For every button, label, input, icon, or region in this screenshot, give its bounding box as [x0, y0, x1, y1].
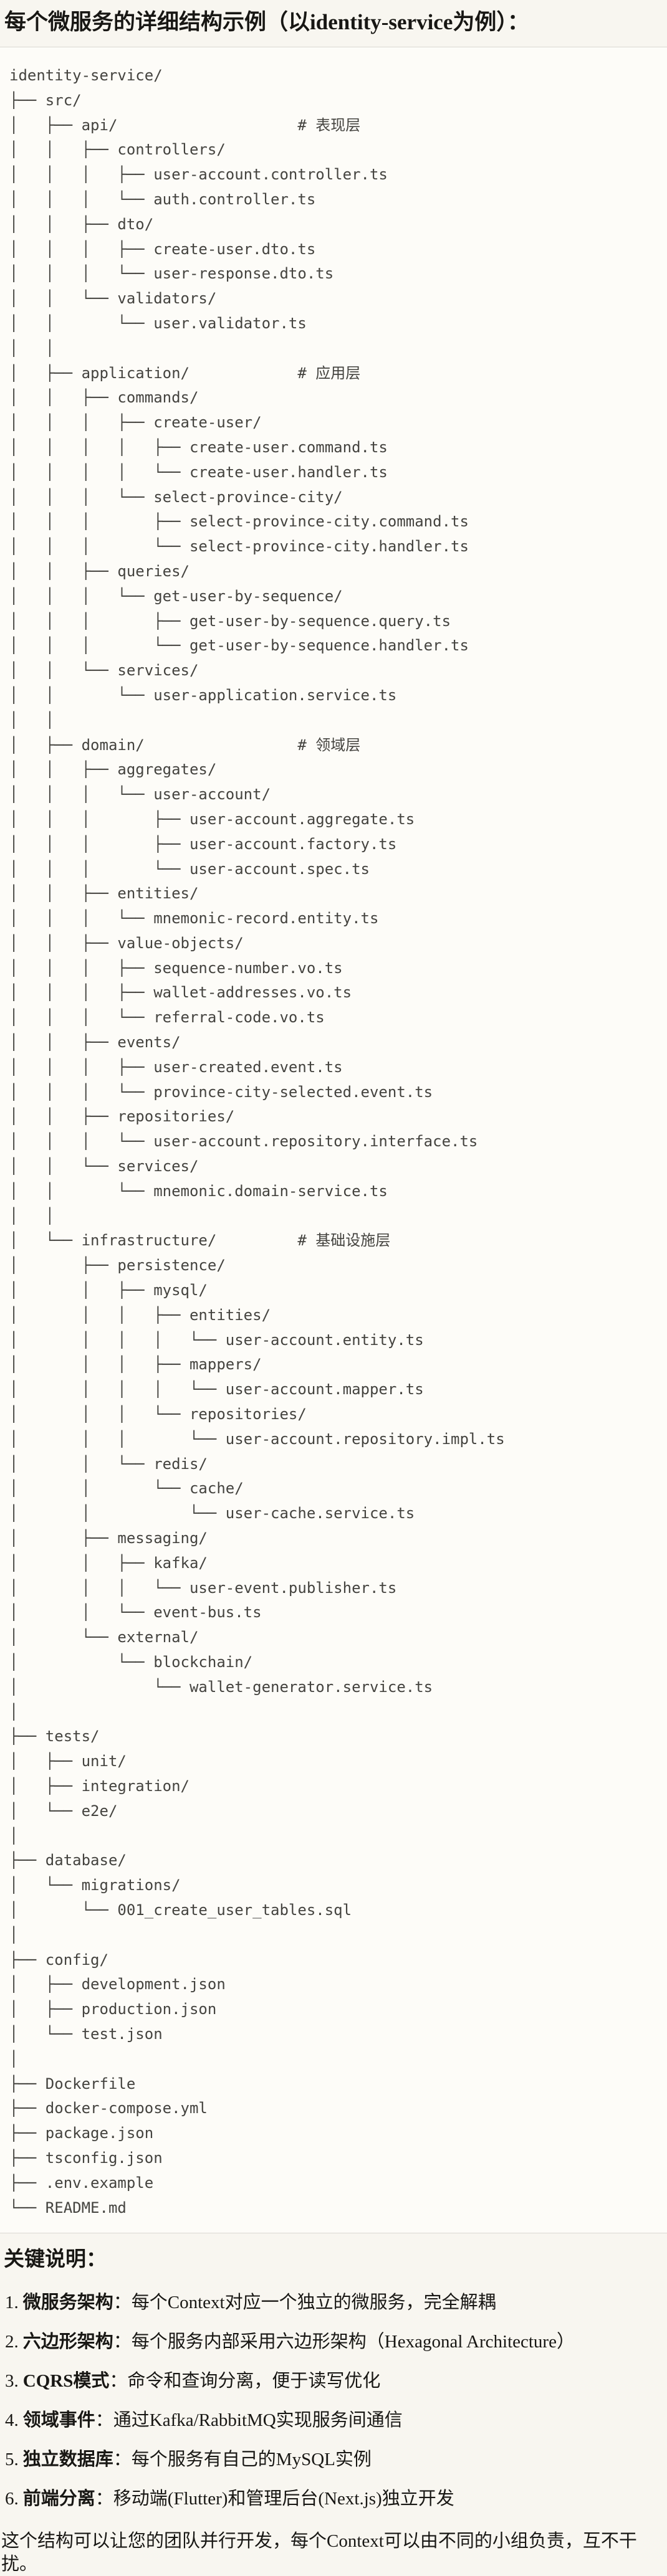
note-term: 前端分离 — [22, 2489, 95, 2509]
note-text: 命令和查询分离，便于读写优化 — [127, 2371, 381, 2392]
note-term: 领域事件 — [22, 2410, 95, 2431]
note-text: 每个Context对应一个独立的微服务，完全解耦 — [131, 2293, 496, 2313]
note-item-microservice: 1.微服务架构：每个Context对应一个独立的微服务，完全解耦 — [5, 2291, 662, 2314]
note-item-independent-db: 5.独立数据库：每个服务有自己的MySQL实例 — [5, 2448, 662, 2471]
note-colon: ： — [113, 2293, 132, 2313]
note-item-frontend-separation: 6.前端分离：移动端(Flutter)和管理后台(Next.js)独立开发 — [5, 2488, 662, 2511]
note-number: 5. — [5, 2450, 19, 2470]
note-colon: ： — [109, 2371, 128, 2392]
note-text: 每个服务内部采用六边形架构（Hexagonal Architecture） — [131, 2332, 575, 2352]
note-text: 移动端(Flutter)和管理后台(Next.js)独立开发 — [113, 2489, 454, 2509]
note-term: 六边形架构 — [22, 2332, 113, 2352]
note-colon: ： — [95, 2410, 113, 2431]
note-item-cqrs: 3.CQRS模式：命令和查询分离，便于读写优化 — [5, 2370, 662, 2393]
notes-list: 1.微服务架构：每个Context对应一个独立的微服务，完全解耦 2.六边形架构… — [0, 2291, 667, 2511]
note-number: 4. — [5, 2410, 19, 2431]
note-term: 独立数据库 — [22, 2450, 113, 2470]
note-colon: ： — [113, 2332, 132, 2352]
note-colon: ： — [95, 2489, 113, 2509]
note-term: CQRS模式 — [22, 2371, 110, 2392]
note-item-hexagonal: 2.六边形架构：每个服务内部采用六边形架构（Hexagonal Architec… — [5, 2331, 662, 2354]
note-number: 1. — [5, 2293, 19, 2313]
directory-tree-code-block: identity-service/ ├── src/ │ ├── api/ # … — [0, 47, 667, 2234]
document-page: { "page": { "title": "每个微服务的详细结构示例（以iden… — [0, 9, 667, 2576]
note-item-domain-events: 4.领域事件：通过Kafka/RabbitMQ实现服务间通信 — [5, 2409, 662, 2432]
note-text: 通过Kafka/RabbitMQ实现服务间通信 — [113, 2410, 403, 2431]
note-term: 微服务架构 — [22, 2293, 113, 2313]
closing-note: 这个结构可以让您的团队并行开发，每个Context可以由不同的小组负责，互不干扰… — [1, 2531, 637, 2575]
directory-tree: identity-service/ ├── src/ │ ├── api/ # … — [9, 67, 505, 2217]
note-text: 每个服务有自己的MySQL实例 — [131, 2450, 372, 2470]
notes-heading: 关键说明： — [4, 2248, 107, 2271]
note-colon: ： — [113, 2450, 132, 2470]
note-number: 6. — [5, 2489, 19, 2509]
page-title: 每个微服务的详细结构示例（以identity-service为例）： — [4, 10, 529, 34]
note-number: 3. — [5, 2371, 19, 2392]
note-number: 2. — [5, 2332, 19, 2352]
